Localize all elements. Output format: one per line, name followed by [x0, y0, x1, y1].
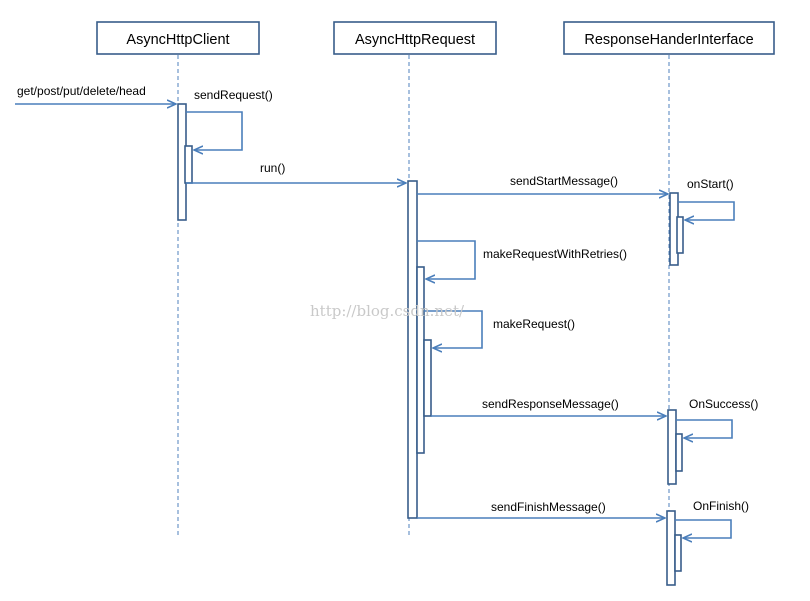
lifeline-request-title: AsyncHttpRequest [355, 32, 475, 48]
entry-label: get/post/put/delete/head [17, 84, 146, 98]
send-finish-label: sendFinishMessage() [491, 500, 606, 514]
activation-request-makerequest [423, 339, 432, 417]
activation-handler-success-nested [675, 433, 683, 472]
activation-handler-finish-nested [674, 534, 682, 572]
send-request-arrow [186, 111, 243, 150]
lifeline-handler: ResponseHanderInterface [563, 21, 775, 55]
on-start-label: onStart() [687, 177, 734, 191]
lifeline-request: AsyncHttpRequest [333, 21, 497, 55]
lifeline-handler-title: ResponseHanderInterface [584, 32, 753, 48]
lifeline-client: AsyncHttpClient [96, 21, 260, 55]
run-label: run() [260, 161, 285, 175]
make-request-with-retries-label: makeRequestWithRetries() [483, 247, 627, 261]
watermark-text: http://blog.csdn.net/ [310, 302, 465, 320]
on-finish-arrow [675, 519, 732, 538]
send-start-label: sendStartMessage() [510, 174, 618, 188]
on-start-arrow [678, 201, 735, 220]
on-success-label: OnSuccess() [689, 397, 758, 411]
activation-client-nested [184, 145, 193, 184]
send-request-label: sendRequest() [194, 88, 273, 102]
make-request-label: makeRequest() [493, 317, 575, 331]
send-response-label: sendResponseMessage() [482, 397, 619, 411]
activation-handler-success [667, 409, 677, 485]
on-success-arrow [676, 419, 733, 438]
activation-request-retries [416, 266, 425, 454]
make-request-arrow [424, 310, 483, 348]
activation-request [407, 180, 418, 519]
activation-handler-finish [666, 510, 676, 586]
make-request-with-retries-arrow [417, 240, 476, 279]
lifeline-client-title: AsyncHttpClient [126, 32, 229, 48]
activation-handler-start-nested [676, 216, 684, 254]
on-finish-label: OnFinish() [693, 499, 749, 513]
